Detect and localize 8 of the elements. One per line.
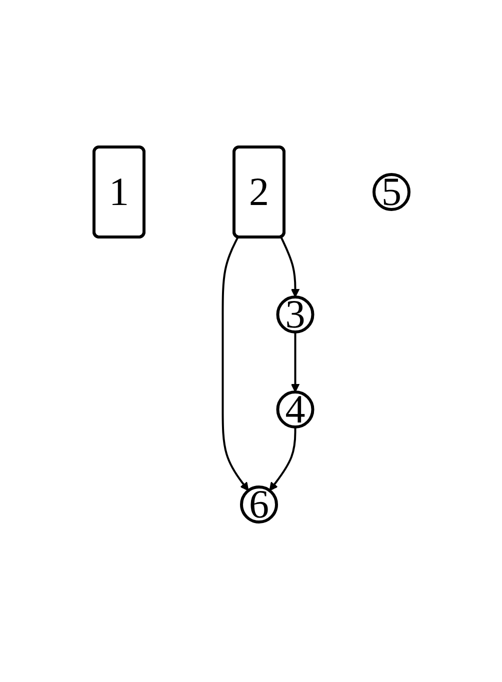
arrow: [280, 237, 300, 298]
node-circle: 6: [240, 486, 278, 524]
node-circle: 3: [276, 296, 314, 334]
arrow: [268, 427, 296, 492]
arrow: [221, 237, 248, 492]
node-circle: 4: [276, 390, 314, 429]
arrow: [290, 332, 300, 393]
node-circle: 5: [372, 173, 410, 212]
